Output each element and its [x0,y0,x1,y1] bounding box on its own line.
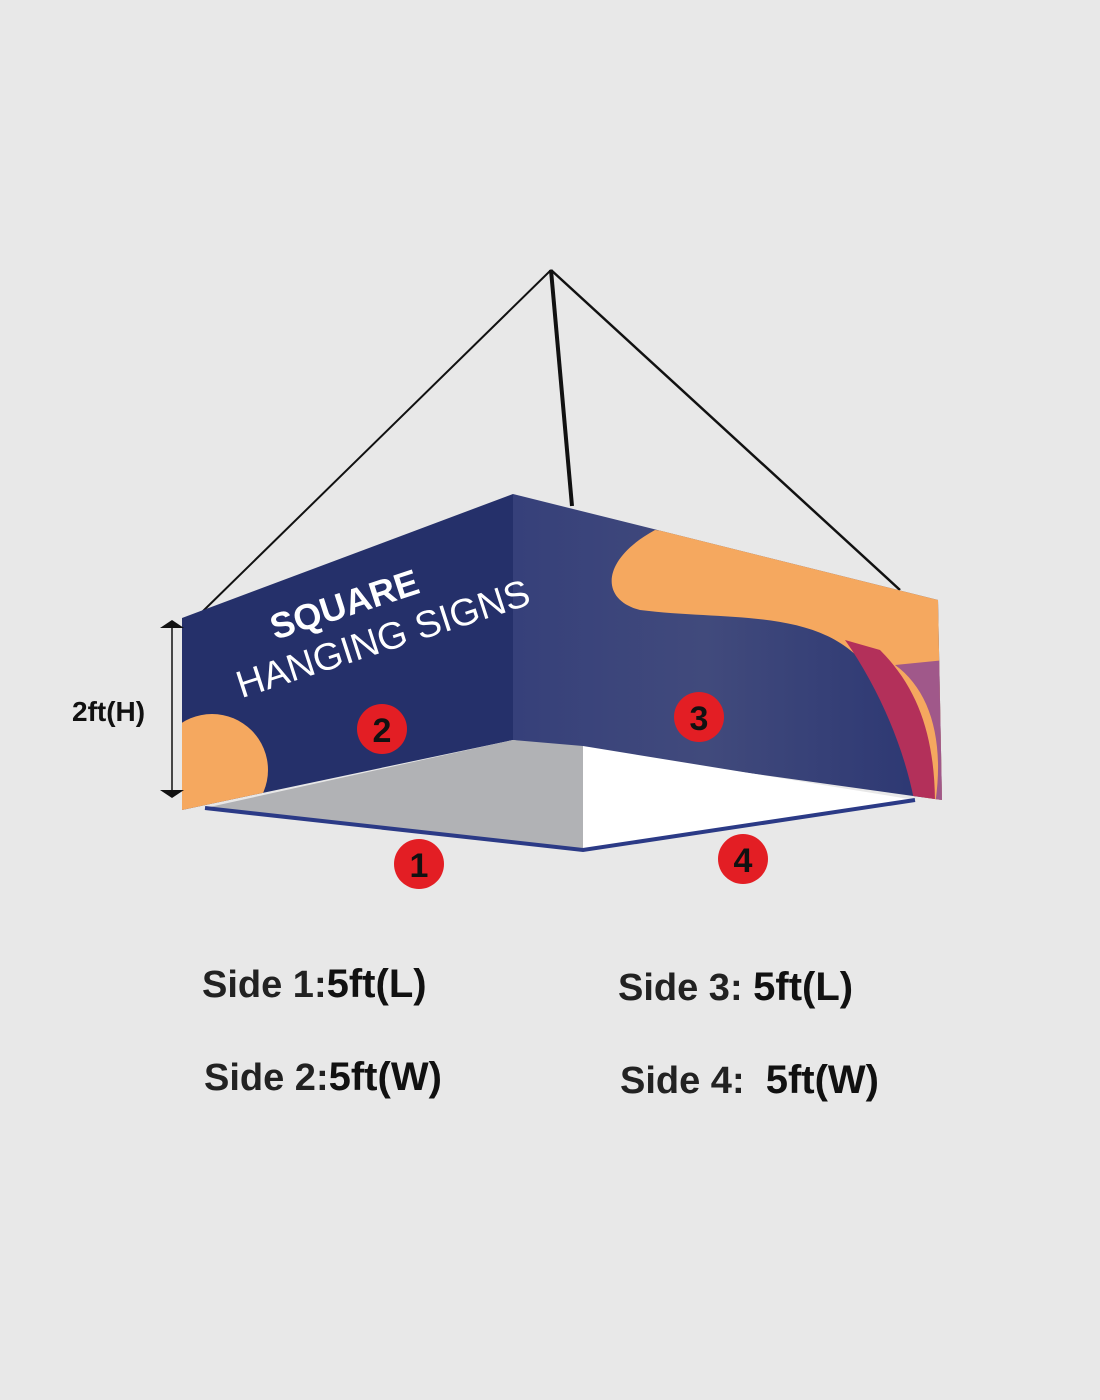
suspension-cables [199,269,901,615]
spec-value: 5ft(L) [326,962,427,1006]
spec-side-4: Side 4: 5ft(W) [620,1058,879,1103]
badge-side-3: 3 [674,692,724,742]
spec-label: Side 3: [618,967,754,1009]
spec-side-3: Side 3: 5ft(L) [618,965,853,1010]
spec-label: Side 1: [202,964,327,1006]
svg-text:1: 1 [410,847,429,885]
height-label: 2ft(H) [72,696,146,727]
spec-label: Side 2: [204,1057,329,1099]
spec-side-2: Side 2:5ft(W) [204,1055,442,1100]
svg-text:2: 2 [373,712,392,750]
spec-label: Side 4: [620,1060,766,1102]
height-dimension [160,620,184,798]
spec-value: 5ft(W) [765,1058,879,1102]
spec-value: 5ft(W) [328,1055,442,1099]
badge-side-4: 4 [718,834,768,884]
svg-text:4: 4 [734,842,753,880]
spec-value: 5ft(L) [753,965,854,1009]
badge-side-2: 2 [357,704,407,754]
badge-side-1: 1 [394,839,444,889]
svg-text:3: 3 [690,700,709,738]
sign-right-face [513,494,942,800]
spec-side-1: Side 1:5ft(L) [202,962,427,1007]
sign-interior [204,740,916,853]
